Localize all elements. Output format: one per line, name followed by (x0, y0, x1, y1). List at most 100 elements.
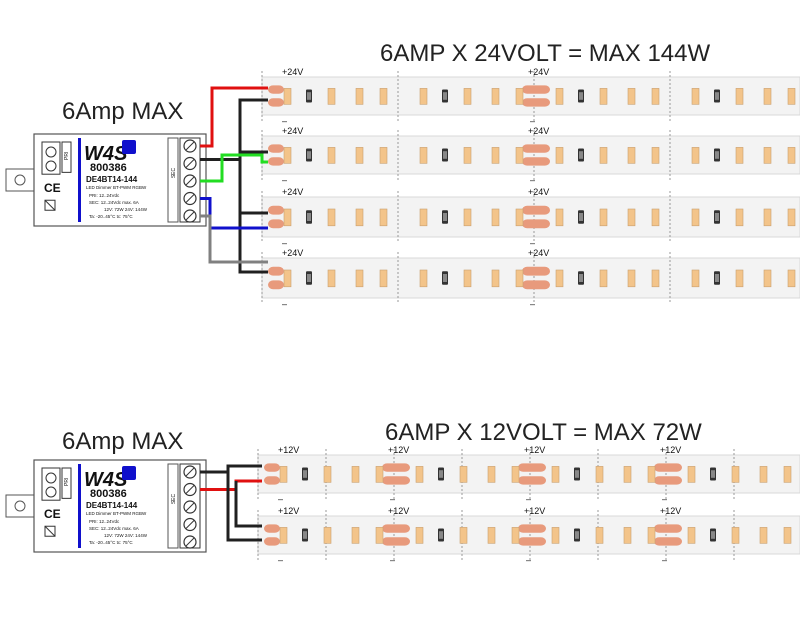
led-chip (551, 466, 560, 483)
resistor (575, 531, 579, 539)
resistor (715, 151, 719, 159)
ce-mark-icon: CE (44, 181, 61, 195)
led-chip (355, 88, 364, 105)
led-chip (419, 208, 428, 227)
copper-pad (268, 280, 284, 290)
led-chip (355, 269, 364, 288)
copper-pad (522, 98, 550, 107)
minus-label: – (278, 555, 283, 565)
copper-pad (382, 476, 410, 485)
copper-pad (268, 157, 284, 166)
copper-pad (382, 463, 410, 472)
resistor (715, 213, 719, 221)
led-chip (379, 88, 388, 105)
led-chip (511, 527, 520, 544)
voltage-label: +12V (388, 506, 409, 516)
led-chip (599, 269, 608, 288)
minus-label: – (526, 494, 531, 504)
led-chip (491, 208, 500, 227)
led-chip (599, 208, 608, 227)
strip-body (261, 196, 800, 238)
led-chip (551, 527, 560, 544)
screw-slot (185, 467, 195, 477)
copper-pad (518, 476, 546, 485)
title-12v: 6AMP X 12VOLT = MAX 72W (385, 419, 702, 446)
led-chip (283, 269, 292, 288)
screw-slot (185, 537, 195, 547)
led-chip (599, 88, 608, 105)
led-chip (691, 269, 700, 288)
power-spec: 12V: 72W 24V: 144W (104, 533, 148, 538)
led-chip (787, 269, 796, 288)
resistor (579, 92, 583, 100)
accent-bar (78, 464, 81, 548)
copper-pad (522, 280, 550, 290)
bin-icon (44, 525, 56, 537)
led-chip (555, 88, 564, 105)
wire-gray-24v (200, 214, 268, 264)
subtitle-text: LED Dimmer BT-PWM RGBW (86, 185, 147, 190)
led-chip (459, 527, 468, 544)
resistor (579, 151, 583, 159)
led-chip (599, 147, 608, 164)
resistor (579, 213, 583, 221)
led-chip (627, 147, 636, 164)
led-chip (735, 208, 744, 227)
led-chip (419, 147, 428, 164)
led-chip (691, 208, 700, 227)
led-chip (327, 88, 336, 105)
strip-body (261, 257, 800, 299)
copper-pad (268, 98, 284, 107)
copper-pad (522, 266, 550, 276)
strip-body (257, 515, 800, 555)
resistor (303, 531, 307, 539)
logo-accent (122, 466, 136, 480)
screw-slot (185, 194, 195, 203)
led-chip (283, 88, 292, 105)
voltage-label: +12V (278, 445, 299, 455)
led-chip (355, 208, 364, 227)
led-chip (515, 269, 524, 288)
copper-pad (268, 205, 284, 215)
led-strip-12v-1: +12V–+12V–+12V–+12V– (257, 445, 800, 504)
copper-pad (264, 476, 280, 485)
copper-pad (522, 85, 550, 94)
pri-label-box (61, 141, 72, 173)
screw-slot (185, 159, 195, 168)
bin-icon (44, 199, 56, 211)
model-number: 800386 (90, 162, 127, 174)
resistor (439, 470, 443, 478)
copper-pad (382, 537, 410, 546)
resistor (307, 274, 311, 282)
sec-label-box (167, 463, 179, 549)
led-chip (463, 88, 472, 105)
pri-side-label: PRI (64, 152, 70, 160)
led-chip (327, 208, 336, 227)
voltage-label: +12V (660, 445, 681, 455)
wire-green-24v (200, 153, 268, 183)
led-chip (279, 527, 288, 544)
led-chip (647, 466, 656, 483)
led-chip (511, 466, 520, 483)
resistor (575, 470, 579, 478)
sec-side-label: SEC (171, 493, 177, 504)
bin-icon (44, 199, 56, 211)
minus-label: – (526, 555, 531, 565)
led-chip (463, 269, 472, 288)
wire-black-12v (200, 464, 262, 474)
led-chip (763, 269, 772, 288)
led-chip (375, 527, 384, 544)
copper-pad (268, 85, 284, 94)
pri-label-box (61, 467, 72, 499)
screw-icon (45, 160, 57, 172)
copper-pad (518, 524, 546, 533)
led-chip (515, 147, 524, 164)
copper-pad (654, 463, 682, 472)
minus-label: – (530, 116, 535, 126)
sec-spec: SEC: 12..24Vdc max. 6A (89, 200, 139, 205)
led-chip (623, 527, 632, 544)
mount-hole (14, 174, 26, 186)
